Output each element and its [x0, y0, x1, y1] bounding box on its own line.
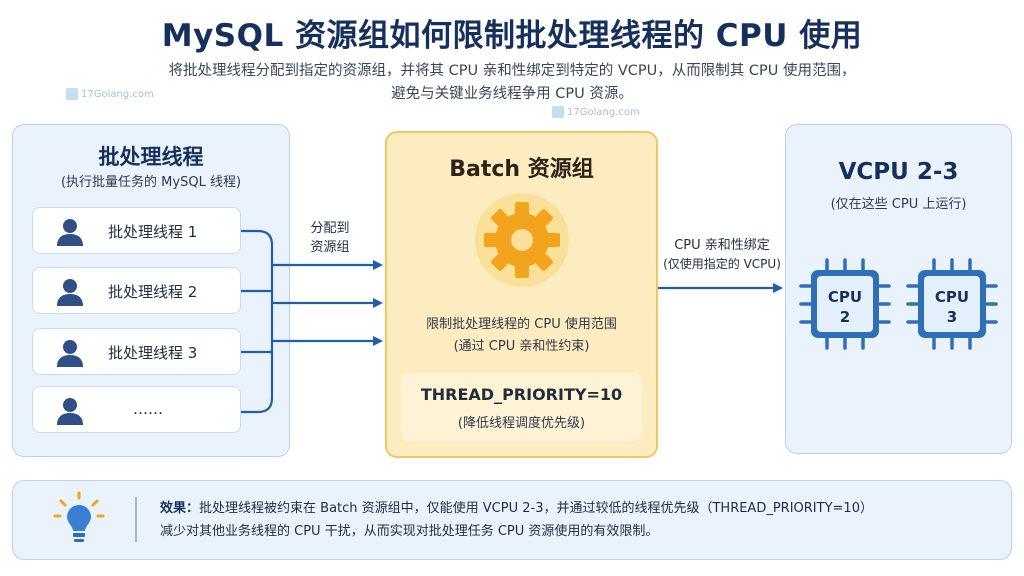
thread-card-2: 批处理线程 2	[32, 267, 241, 314]
watermark-text: 17Golang.com	[81, 89, 154, 100]
cpu-chip-number: 3	[946, 308, 958, 326]
cpu-chip-label: CPU	[934, 288, 970, 306]
effect-label: 效果：	[160, 501, 200, 516]
effect-line-2: 减少对其他业务线程的 CPU 干扰，从而实现对批处理任务 CPU 资源使用的有效…	[160, 524, 659, 539]
assign-label-line-1: 分配到	[310, 221, 350, 236]
watermark-text: 17Golang.com	[567, 107, 640, 118]
batch-threads-subtitle: (执行批量任务的 MySQL 线程)	[60, 175, 242, 190]
cpu-chip-2: CPU 2	[797, 256, 893, 352]
thread-bracket	[241, 229, 274, 414]
cpu-chip-3: CPU 3	[904, 256, 1000, 352]
affinity-label-line-2: (仅使用指定的 VCPU)	[663, 257, 781, 271]
thread-label: 批处理线程 3	[108, 344, 198, 362]
effect-text: 效果：批处理线程被约束在 Batch 资源组中，仅能使用 VCPU 2-3，并通…	[160, 497, 990, 543]
resource-group-desc-line-1: 限制批处理线程的 CPU 使用范围	[426, 317, 617, 332]
cpu-chip-icon	[906, 258, 998, 350]
effect-divider	[135, 497, 137, 542]
cpu-chip-icon	[799, 258, 891, 350]
assign-label: 分配到 资源组	[295, 219, 365, 257]
user-icon	[57, 398, 83, 425]
effect-line-1: 效果：批处理线程被约束在 Batch 资源组中，仅能使用 VCPU 2-3，并通…	[160, 497, 990, 520]
effect-summary-bar	[12, 480, 1012, 560]
page-title: MySQL 资源组如何限制批处理线程的 CPU 使用	[161, 18, 863, 54]
thread-label: 批处理线程 1	[108, 223, 198, 241]
thread-card-3: 批处理线程 3	[32, 328, 241, 375]
vcpu-subtitle: (仅在这些 CPU 上运行)	[830, 197, 967, 212]
watermark-logo-icon	[66, 88, 78, 100]
cpu-chip-number: 2	[839, 308, 851, 326]
resource-group-title: Batch 资源组	[449, 157, 594, 182]
thread-priority-note: (降低线程调度优先级)	[457, 416, 586, 431]
subtitle-line-1: 将批处理线程分配到指定的资源组，并将其 CPU 亲和性绑定到特定的 VCPU，从…	[168, 63, 856, 79]
effect-line-1-text: 批处理线程被约束在 Batch 资源组中，仅能使用 VCPU 2-3，并通过较低…	[199, 501, 873, 516]
affinity-label: CPU 亲和性绑定 (仅使用指定的 VCPU)	[662, 236, 782, 274]
page-subtitle: 将批处理线程分配到指定的资源组，并将其 CPU 亲和性绑定到特定的 VCPU，从…	[112, 60, 912, 106]
resource-group-description: 限制批处理线程的 CPU 使用范围 (通过 CPU 亲和性约束)	[385, 314, 658, 358]
resource-group-desc-line-2: (通过 CPU 亲和性约束)	[453, 339, 590, 354]
watermark: 17Golang.com	[66, 88, 154, 100]
watermark: 17Golang.com	[552, 106, 640, 118]
user-icon	[57, 279, 83, 306]
affinity-label-line-1: CPU 亲和性绑定	[674, 238, 770, 253]
cpu-chip-label: CPU	[827, 288, 863, 306]
user-icon	[57, 340, 83, 367]
vcpu-title: VCPU 2-3	[838, 159, 959, 185]
thread-priority-value: THREAD_PRIORITY=10	[420, 385, 623, 404]
thread-label: ……	[133, 400, 163, 418]
thread-card-more: ……	[32, 386, 241, 433]
assign-label-line-2: 资源组	[310, 240, 350, 255]
thread-card-1: 批处理线程 1	[32, 207, 241, 254]
user-icon	[57, 219, 83, 246]
watermark-logo-icon	[552, 106, 564, 118]
batch-threads-title: 批处理线程	[98, 145, 204, 169]
subtitle-line-2: 避免与关键业务线程争用 CPU 资源。	[391, 86, 633, 102]
thread-priority-box: THREAD_PRIORITY=10 (降低线程调度优先级)	[401, 373, 642, 441]
thread-label: 批处理线程 2	[108, 283, 198, 301]
